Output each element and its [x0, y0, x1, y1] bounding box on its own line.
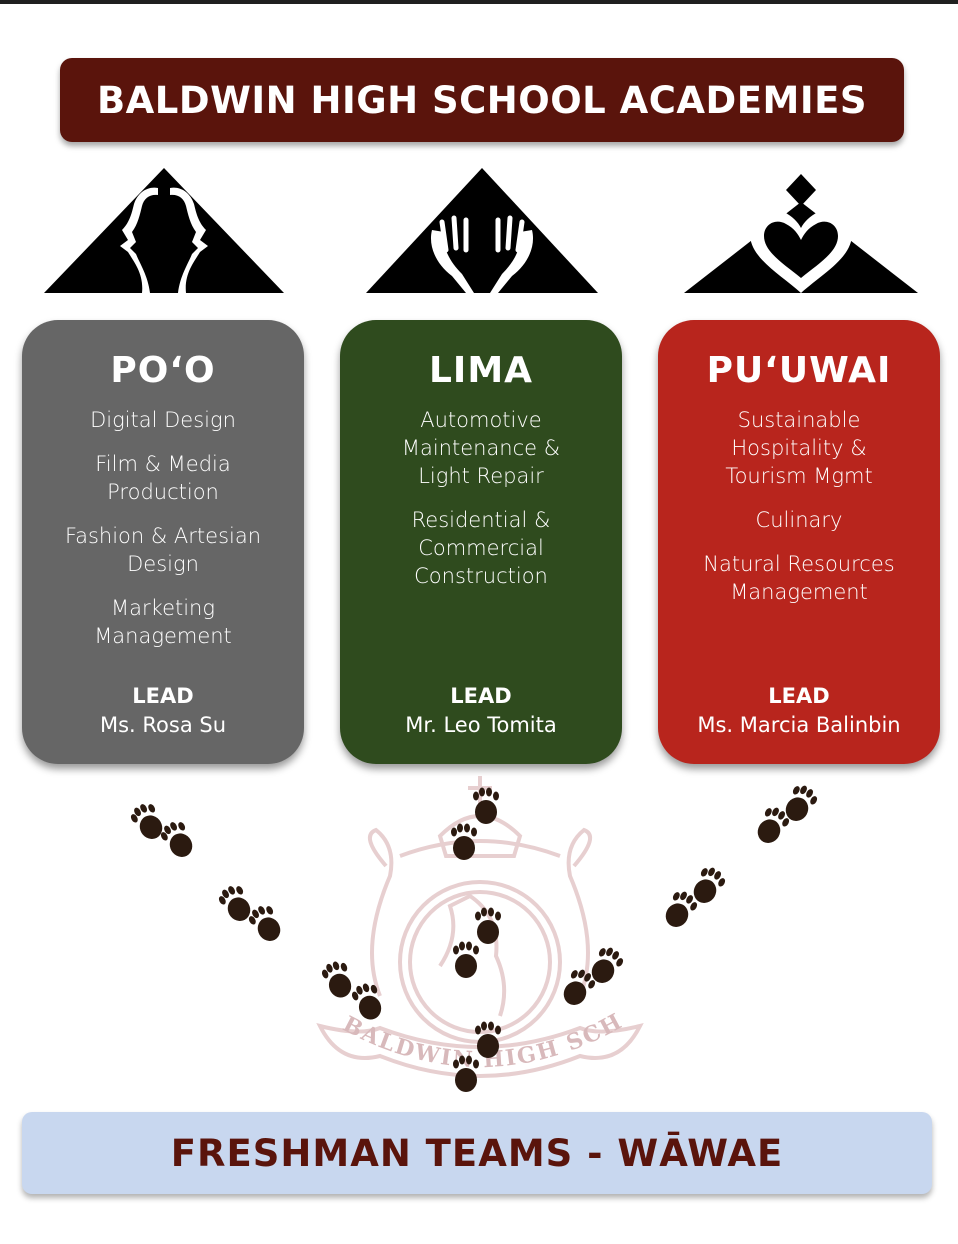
lead-label: LEAD — [450, 684, 512, 708]
paw-print-icon — [218, 886, 251, 921]
program-item: Digital Design — [90, 408, 236, 432]
paw-print-icon — [451, 823, 477, 860]
hands-mountain-icon — [366, 168, 598, 293]
page-title: BALDWIN HIGH SCHOOL ACADEMIES — [96, 78, 868, 122]
academy-name: LIMA — [428, 350, 534, 391]
paw-print-icon — [693, 867, 726, 903]
paw-print-icon — [473, 787, 499, 824]
paw-print-icon — [475, 907, 501, 944]
program-item: Marketing Management — [94, 596, 232, 648]
paw-print-icon — [130, 804, 163, 839]
program-item: Culinary — [755, 508, 843, 532]
paw-print-icon — [785, 785, 818, 821]
program-item: Sustainable Hospitality & Tourism Mgmt — [725, 408, 873, 488]
paw-print-icon — [563, 969, 596, 1005]
paw-print-icon — [248, 906, 281, 941]
program-item: Film & Media Production — [95, 452, 231, 504]
paw-print-icon — [475, 1021, 501, 1058]
program-item: Fashion & Artesian Design — [64, 524, 262, 576]
footer-banner: FRESHMAN TEAMS - WĀWAE — [22, 1112, 932, 1194]
faces-mountain-icon — [44, 168, 284, 293]
lead-label: LEAD — [132, 684, 194, 708]
lead-label: LEAD — [768, 684, 830, 708]
lead-name: Ms. Rosa Su — [99, 713, 227, 737]
footprints-trail — [130, 785, 818, 1092]
academy-name: PO‘O — [110, 350, 216, 391]
lead-name: Mr. Leo Tomita — [405, 713, 557, 737]
academy-card-puuwai: PU‘UWAI Sustainable Hospitality & Touris… — [658, 320, 940, 764]
program-list: Automotive Maintenance & Light Repair Re… — [350, 406, 612, 606]
program-item: Residential & Commercial Construction — [411, 508, 551, 588]
paw-print-icon — [321, 961, 352, 998]
paw-print-icon — [160, 822, 193, 857]
program-item: Automotive Maintenance & Light Repair — [401, 408, 561, 488]
program-list: Digital Design Film & Media Production F… — [32, 406, 294, 666]
school-crest-icon: H.P. BALDWIN HIGH SCHOOL — [300, 766, 644, 1078]
paw-print-icon — [351, 983, 382, 1020]
lead-name: Ms. Marcia Balinbin — [697, 713, 901, 737]
paw-print-icon — [665, 891, 698, 927]
paw-print-icon — [591, 947, 624, 983]
footer-title: FRESHMAN TEAMS - WĀWAE — [170, 1131, 784, 1175]
top-border — [0, 0, 958, 4]
academy-card-poo: PO‘O Digital Design Film & Media Product… — [22, 320, 304, 764]
program-list: Sustainable Hospitality & Tourism Mgmt C… — [668, 406, 930, 622]
title-banner: BALDWIN HIGH SCHOOL ACADEMIES — [60, 58, 904, 142]
paw-print-icon — [453, 941, 479, 978]
academy-card-lima: LIMA Automotive Maintenance & Light Repa… — [340, 320, 622, 764]
heart-mountain-icon — [684, 174, 918, 293]
program-item: Natural Resources Management — [703, 552, 895, 604]
paw-print-icon — [453, 1055, 479, 1092]
paw-print-icon — [757, 807, 790, 843]
academy-name: PU‘UWAI — [706, 350, 892, 391]
